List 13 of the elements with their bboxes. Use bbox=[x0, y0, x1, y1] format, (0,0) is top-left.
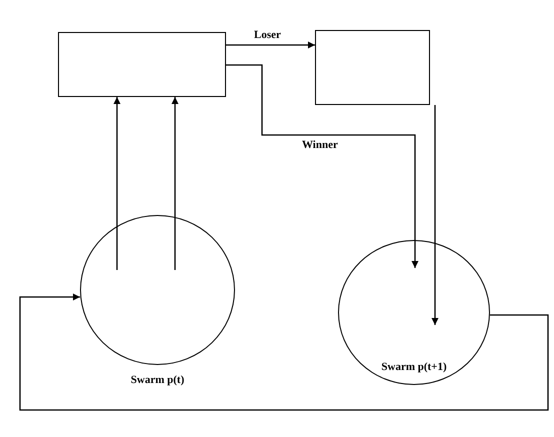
edge-label: Loser bbox=[252, 29, 283, 41]
arrow bbox=[114, 97, 120, 270]
arrow bbox=[226, 42, 315, 48]
arrow bbox=[432, 105, 438, 325]
edge-label: Winner bbox=[300, 139, 340, 151]
process-box bbox=[58, 32, 226, 97]
node-label: Swarm p(t) bbox=[130, 374, 184, 386]
arrow bbox=[172, 97, 178, 270]
node-label: Swarm p(t+1) bbox=[381, 361, 447, 373]
swarm-circle bbox=[338, 240, 490, 385]
arrow bbox=[226, 64, 418, 268]
process-box bbox=[315, 30, 430, 105]
arrow bbox=[19, 294, 549, 411]
